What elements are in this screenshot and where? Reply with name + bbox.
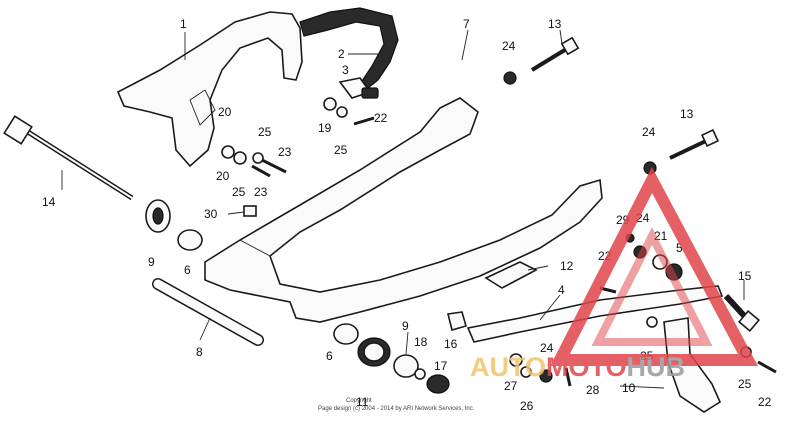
- watermark-moto-text: MOTO: [546, 352, 627, 382]
- grease-fitting-30-part[interactable]: [243, 205, 257, 217]
- callout-22c: 22: [758, 395, 772, 409]
- callout-24d: 24: [540, 341, 554, 355]
- automotohub-watermark-logo: AUTOMOTOHUB: [470, 167, 758, 382]
- chain-slider-part[interactable]: [484, 261, 538, 289]
- bushing-right-part[interactable]: [333, 323, 359, 345]
- callout-25b: 25: [232, 185, 246, 199]
- cotter-pin-28-part[interactable]: [564, 367, 572, 387]
- callout-16: 16: [444, 337, 458, 351]
- copyright-notice: Page design (c) 2004 - 2014 by ARI Netwo…: [318, 406, 475, 412]
- bolt-22c-part[interactable]: [757, 360, 777, 374]
- nut-24d-part[interactable]: [539, 369, 553, 383]
- callout-19: 19: [318, 121, 332, 135]
- callout-15: 15: [738, 269, 752, 283]
- washer-27-part[interactable]: [509, 353, 523, 367]
- callout-labels: 1 2 3 7 13 24 20 25 23 20 25 23 19 22 25…: [42, 17, 772, 413]
- callout-18: 18: [414, 335, 428, 349]
- callout-30: 30: [204, 207, 218, 221]
- callout-23a: 23: [278, 145, 292, 159]
- callout-1: 1: [180, 17, 187, 31]
- callout-3: 3: [342, 63, 349, 77]
- callout-6b: 6: [326, 349, 333, 363]
- torque-link-part[interactable]: [466, 285, 724, 343]
- callout-11: 11: [356, 395, 369, 409]
- washer-25c-part[interactable]: [646, 316, 658, 328]
- callout-22a: 22: [374, 111, 388, 125]
- chain-case-part[interactable]: [116, 11, 303, 168]
- callout-7: 7: [463, 17, 470, 31]
- chain-joint-part[interactable]: [338, 77, 379, 99]
- callout-20a: 20: [218, 105, 232, 119]
- pivot-collar-part[interactable]: [152, 278, 264, 346]
- washer-18-part[interactable]: [414, 368, 426, 380]
- callout-27: 27: [504, 379, 518, 393]
- drive-chain-part[interactable]: [299, 7, 399, 89]
- callout-25c: 25: [334, 143, 348, 157]
- callout-24a: 24: [502, 39, 516, 53]
- callout-8: 8: [196, 345, 203, 359]
- bolt-13b-part[interactable]: [669, 128, 720, 160]
- callout-2: 2: [338, 47, 345, 61]
- watermark-auto-text: AUTO: [470, 352, 546, 382]
- callout-4: 4: [558, 283, 565, 297]
- bushing-left-part[interactable]: [177, 229, 203, 251]
- callout-23b: 23: [254, 185, 268, 199]
- washer-20b-part[interactable]: [233, 151, 247, 165]
- callout-25a: 25: [258, 125, 272, 139]
- callout-28: 28: [586, 383, 600, 397]
- callout-9a: 9: [148, 255, 155, 269]
- copyright-heading: Copyright: [346, 398, 372, 404]
- callout-13b: 13: [680, 107, 694, 121]
- grease-fitting-part[interactable]: [447, 311, 467, 331]
- washer-part[interactable]: [393, 354, 419, 378]
- swing-arm-part[interactable]: [204, 97, 603, 323]
- bolt-23a-part[interactable]: [261, 158, 287, 174]
- bolt-15-part[interactable]: [723, 293, 760, 332]
- pivot-bolt-part[interactable]: [3, 115, 134, 201]
- watermark-hub-text: HUB: [627, 352, 686, 382]
- callout-20b: 20: [216, 169, 230, 183]
- svg-text:AUTOMOTOHUB: AUTOMOTOHUB: [470, 352, 685, 382]
- callout-5: 5: [676, 241, 683, 255]
- callout-17: 17: [434, 359, 448, 373]
- washer-25b-part[interactable]: [252, 152, 264, 164]
- callout-24b: 24: [642, 125, 656, 139]
- nut-17-part[interactable]: [426, 374, 450, 394]
- bolt-22a-part[interactable]: [353, 116, 375, 126]
- callout-13a: 13: [548, 17, 562, 31]
- callout-12: 12: [560, 259, 574, 273]
- callout-14: 14: [42, 195, 56, 209]
- callout-26: 26: [520, 399, 534, 413]
- callout-10: 10: [622, 381, 636, 395]
- leader-lines: [61, 29, 745, 389]
- callout-25e: 25: [738, 377, 752, 391]
- washer-20a-part[interactable]: [221, 145, 235, 159]
- washer-26-part[interactable]: [520, 366, 532, 378]
- callout-6a: 6: [184, 263, 191, 277]
- washer-25a-part[interactable]: [336, 106, 348, 118]
- bolt-13a-part[interactable]: [530, 36, 580, 72]
- nut-24a-part[interactable]: [503, 71, 517, 85]
- washer-19-part[interactable]: [323, 97, 337, 111]
- callout-9b: 9: [402, 319, 409, 333]
- bolt-23b-part[interactable]: [251, 164, 271, 178]
